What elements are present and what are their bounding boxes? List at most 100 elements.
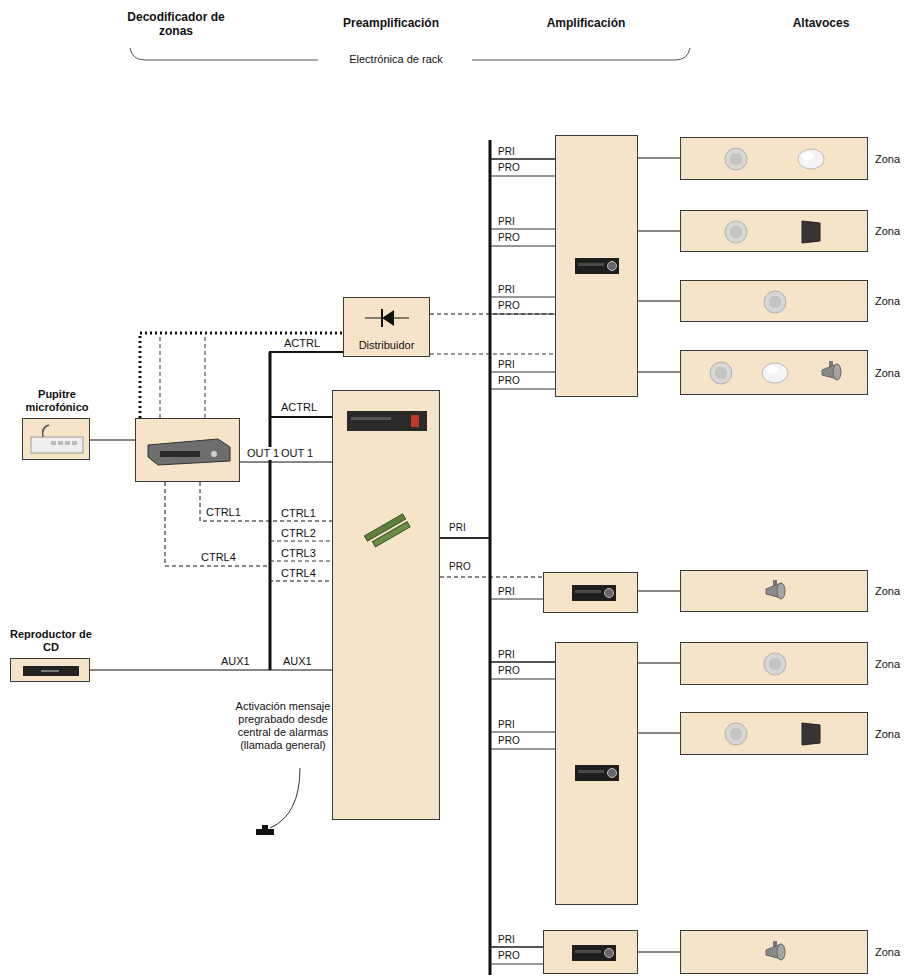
signal-name: CTRL4 [200, 551, 237, 564]
device-icon [681, 643, 869, 686]
device-icon [556, 136, 639, 398]
box-label: Distribuidor [344, 339, 429, 352]
signal-name: CTRL1 [205, 506, 242, 519]
device-icon [681, 351, 869, 396]
zone-label: Zona [875, 295, 900, 308]
column-heading: Preamplificación [330, 16, 452, 30]
device-icon [681, 211, 869, 253]
signal-wire [90, 670, 332, 671]
signal-wire [638, 372, 680, 373]
signal-name: PRO [497, 162, 521, 174]
signal-name: PRI [497, 934, 516, 946]
zone-label: Zona [875, 152, 900, 165]
signal-wire [90, 440, 135, 441]
zone-label: Zona [875, 225, 900, 238]
device-icon [544, 931, 639, 975]
column-heading: Amplificación [525, 16, 647, 30]
zone-label: Zona [875, 727, 900, 740]
signal-wire [240, 462, 332, 463]
device-icon [681, 571, 869, 613]
device-icon [11, 659, 91, 683]
group-caption: Electrónica de rack [345, 53, 447, 66]
cd-player: Reproductor de CD [10, 658, 90, 682]
signal-wire [638, 952, 680, 953]
signal-name: PRO [497, 735, 521, 747]
amplifier-rack [555, 642, 638, 905]
column-heading: Decodificador de zonas [115, 10, 237, 38]
zone-label: Zona [875, 946, 900, 959]
signal-name: ACTRL [283, 337, 321, 350]
alarm-leader [270, 768, 300, 828]
device-icon [136, 419, 241, 483]
signal-name: ACTRL [280, 401, 318, 414]
signal-name: CTRL1 [280, 507, 317, 520]
device-label: Reproductor de CD [9, 628, 93, 654]
amplifier-rack [543, 930, 638, 974]
signal-name: PRO [497, 232, 521, 244]
signal-name: PRI [497, 216, 516, 228]
signal-name: OUT 1 [280, 447, 314, 460]
device-icon [681, 138, 869, 181]
device-icon [556, 643, 639, 906]
signal-name: PRI [497, 586, 516, 598]
signal-name: PRI [448, 522, 467, 534]
zone-label: Zona [875, 366, 900, 379]
signal-wire [440, 577, 543, 578]
speaker-zone: Zona [680, 210, 868, 252]
signal-wire [638, 158, 680, 159]
signal-wire [200, 482, 332, 521]
device-icon [23, 419, 91, 461]
signal-wire [430, 314, 555, 315]
signal-name: AUX1 [220, 655, 251, 668]
device-icon [681, 713, 869, 756]
signal-wire [165, 482, 332, 581]
signal-wire [140, 333, 343, 418]
microphone-console: Pupitre microfónico [22, 418, 90, 460]
note-text: Activación mensaje pregrabado desde cent… [234, 700, 332, 752]
device-label: Pupitre microfónico [17, 388, 97, 414]
device-icon [681, 281, 869, 323]
speaker-zone: Zona [680, 280, 868, 322]
signal-name: PRI [497, 359, 516, 371]
signal-wire [638, 231, 680, 232]
signal-name: PRO [448, 561, 472, 573]
distributor-box: Distribuidor [343, 297, 430, 357]
signal-name: CTRL2 [280, 527, 317, 540]
signal-wire [440, 538, 555, 662]
zone-decoder [135, 418, 240, 482]
signal-name: AUX1 [282, 655, 313, 668]
signal-name: PRI [497, 284, 516, 296]
device-icon [333, 391, 441, 821]
speaker-zone: Zona [680, 570, 868, 612]
signal-name: PRO [497, 300, 521, 312]
device-icon [544, 573, 639, 614]
signal-name: PRO [497, 665, 521, 677]
zone-label: Zona [875, 585, 900, 598]
alarm-connector [256, 825, 274, 835]
signal-name: PRO [497, 375, 521, 387]
amplifier-rack [555, 135, 638, 397]
speaker-zone: Zona [680, 350, 868, 395]
channel-lines [490, 159, 555, 964]
device-icon [681, 931, 869, 975]
speaker-zone: Zona [680, 137, 868, 180]
signal-name: PRO [497, 950, 521, 962]
speaker-zone: Zona [680, 930, 868, 974]
signal-name: PRI [497, 719, 516, 731]
signal-wire [638, 663, 680, 664]
signal-name: PRI [497, 649, 516, 661]
amplifier-rack [543, 572, 638, 613]
signal-wire [440, 538, 543, 947]
column-heading: Altavoces [760, 16, 882, 30]
signal-name: CTRL3 [280, 547, 317, 560]
zone-label: Zona [875, 657, 900, 670]
signal-name: CTRL4 [280, 567, 317, 580]
signal-wire [638, 301, 680, 302]
signal-name: PRI [497, 146, 516, 158]
speaker-zone: Zona [680, 642, 868, 685]
signal-wire [440, 159, 555, 538]
signal-wire [638, 733, 680, 734]
preamplifier-rack [332, 390, 440, 820]
speaker-zone: Zona [680, 712, 868, 755]
signal-wire [638, 591, 680, 592]
